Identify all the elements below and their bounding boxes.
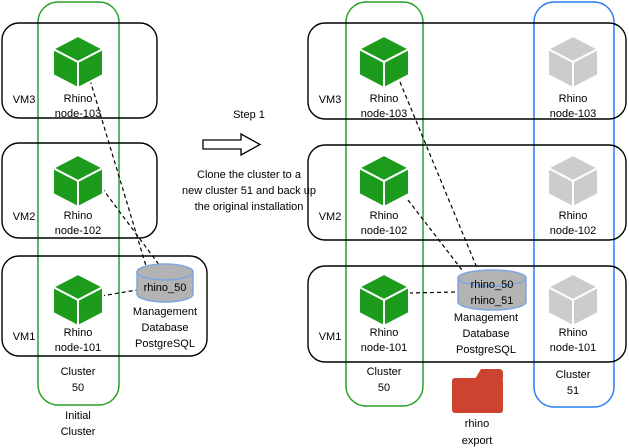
connection-node102-db — [101, 187, 161, 267]
left-vm3-label: VM3 — [12, 94, 36, 106]
right-gray-node102-label: Rhino node-102 — [533, 209, 613, 239]
cloned-cluster-51-label: Cluster 51 — [533, 367, 613, 399]
node-label-line2: node-101 — [549, 342, 597, 354]
node-label-line2: node-102 — [360, 225, 408, 237]
node-label-line1: Rhino — [63, 93, 93, 105]
connection-cloned-node101-db — [408, 291, 459, 294]
connection-cloned-node102-db — [407, 199, 463, 271]
connection-cloned-node103-db — [399, 81, 478, 269]
database-caption-line1: Management — [453, 312, 519, 324]
database-caption-line3: PostgreSQL — [135, 338, 195, 350]
left-vm2-box — [1, 142, 158, 239]
right-gray-node103-label: Rhino node-103 — [533, 92, 613, 122]
cluster-50-label: Cluster 50 — [38, 364, 118, 396]
database-caption-line1: Management — [132, 306, 198, 318]
database-caption-line2: Database — [462, 328, 510, 340]
left-vm2-label: VM2 — [12, 211, 36, 223]
cloned-rhino-node-102-icon — [358, 154, 410, 208]
step-title: Step 1 — [233, 109, 265, 121]
step-description: Clone the cluster to a new cluster 51 an… — [179, 167, 319, 215]
node-label-line2: node-102 — [54, 225, 102, 237]
right-green-node101-label: Rhino node-101 — [344, 326, 424, 356]
folder-label-line2: export — [461, 435, 493, 447]
node-label-line2: node-103 — [360, 108, 408, 120]
left-node103-label: Rhino node-103 — [38, 92, 118, 122]
database-caption-line3: PostgreSQL — [456, 344, 516, 356]
right-green-node102-label: Rhino node-102 — [344, 209, 424, 239]
node-label-line1: Rhino — [558, 210, 588, 222]
rhino-node-102-icon — [52, 154, 104, 208]
node-label-line1: Rhino — [558, 93, 588, 105]
right-gray-node101-label: Rhino node-101 — [533, 326, 613, 356]
cloned-cluster-50-boundary — [345, 1, 424, 407]
cluster-label-line1: Cluster — [366, 366, 402, 378]
cluster-label-line1: Cluster — [60, 366, 96, 378]
export-folder-label: rhino export — [437, 416, 517, 448]
cloned-cluster-50-label: Cluster 50 — [344, 364, 424, 396]
folder-label-line1: rhino — [464, 418, 490, 430]
database-name: rhino_50 — [143, 282, 187, 294]
caption-line2: Cluster — [60, 426, 96, 438]
step-description-line1: Clone the cluster to a — [197, 169, 301, 181]
database-caption: Management Database PostgreSQL — [115, 304, 215, 352]
right-green-node103-label: Rhino node-103 — [344, 92, 424, 122]
right-vm3-label: VM3 — [318, 94, 342, 106]
left-vm1-label: VM1 — [12, 331, 36, 343]
cluster-label-line2: 51 — [566, 385, 580, 397]
node-label-line2: node-101 — [54, 342, 102, 354]
step-description-line3: the original installation — [194, 201, 304, 213]
database-name: rhino_50 — [470, 279, 514, 291]
cloned-rhino-node-101-icon — [358, 273, 410, 327]
folder-icon — [452, 369, 503, 413]
left-node102-label: Rhino node-102 — [38, 209, 118, 239]
node-label-line1: Rhino — [369, 93, 399, 105]
left-node101-label: Rhino node-101 — [38, 326, 118, 356]
rhino-node-103-icon — [52, 35, 104, 89]
node-label-line1: Rhino — [369, 327, 399, 339]
cloned-cluster-51-boundary — [533, 1, 615, 408]
node-label-line2: node-101 — [360, 342, 408, 354]
node-label-line1: Rhino — [558, 327, 588, 339]
step-description-line2: new cluster 51 and back up — [182, 185, 316, 197]
rhino-node-101-icon — [52, 273, 104, 327]
inactive-rhino-node-101-icon — [547, 273, 599, 327]
inactive-rhino-node-102-icon — [547, 154, 599, 208]
database-icon — [136, 263, 194, 303]
cluster-label-line1: Cluster — [555, 369, 591, 381]
cloned-database-caption: Management Database PostgreSQL — [436, 310, 536, 358]
node-label-line1: Rhino — [63, 210, 93, 222]
node-label-line2: node-102 — [549, 225, 597, 237]
cloned-database-icon — [457, 269, 527, 311]
node-label-line2: node-103 — [549, 108, 597, 120]
right-vm3-box — [307, 22, 627, 120]
cloned-rhino-node-103-icon — [358, 35, 410, 89]
clone-arrow-icon — [202, 132, 262, 157]
inactive-rhino-node-103-icon — [547, 35, 599, 89]
cluster-label-line2: 50 — [377, 382, 391, 394]
right-vm2-label: VM2 — [318, 211, 342, 223]
cloned-database-names: rhino_50 rhino_51 — [454, 277, 530, 309]
node-label-line1: Rhino — [63, 327, 93, 339]
node-label-line2: node-103 — [54, 108, 102, 120]
caption-line1: Initial — [65, 410, 91, 422]
node-label-line1: Rhino — [369, 210, 399, 222]
database-caption-line2: Database — [141, 322, 189, 334]
right-vm1-label: VM1 — [318, 331, 342, 343]
initial-cluster-caption: Initial Cluster — [38, 408, 118, 440]
right-vm2-box — [307, 144, 627, 241]
right-vm1-box — [307, 265, 627, 363]
cluster-label-line2: 50 — [71, 382, 85, 394]
initial-cluster-50-boundary — [37, 1, 120, 406]
left-vm3-box — [1, 22, 158, 119]
connection-node101-db — [100, 289, 138, 297]
database-name: rhino_51 — [470, 295, 514, 307]
left-vm1-box — [1, 255, 208, 357]
